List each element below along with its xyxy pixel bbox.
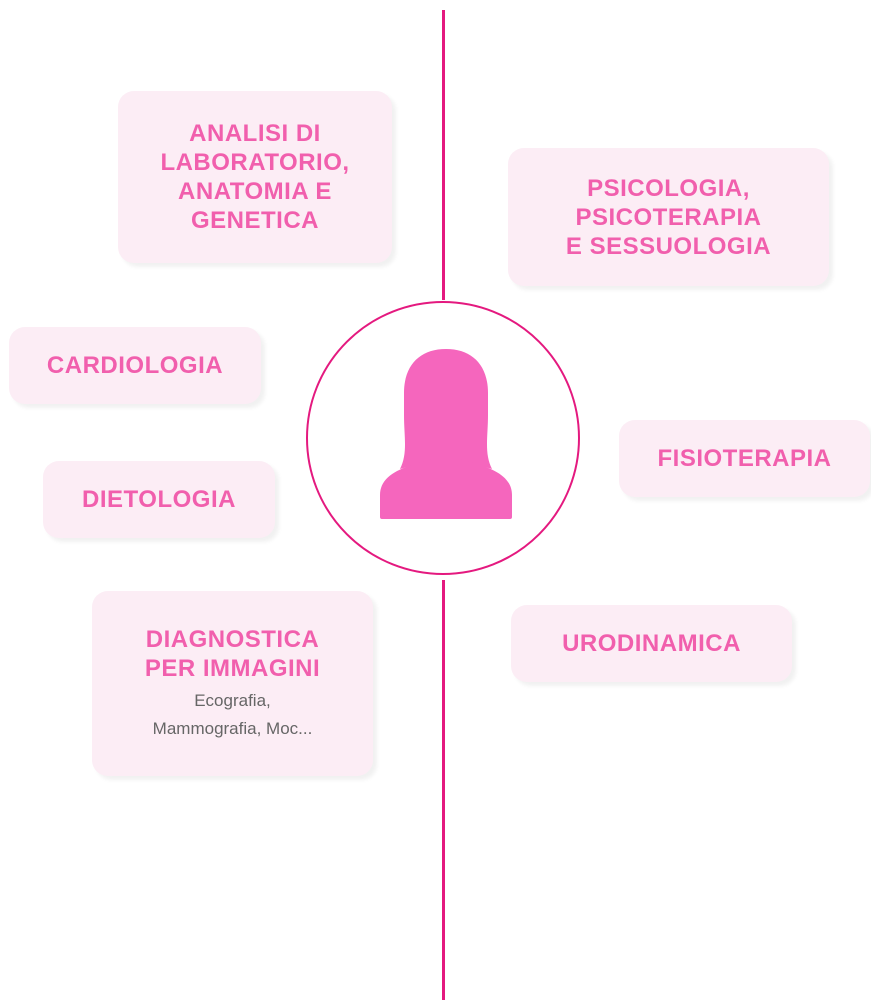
card-subtitle-line: Mammografia, Moc... <box>152 718 313 738</box>
card-title-line: DIAGNOSTICA <box>145 625 320 653</box>
card-cardiologia[interactable]: CARDIOLOGIA <box>9 327 261 404</box>
card-title-line: PSICOTERAPIA <box>575 203 762 231</box>
card-urodinamica[interactable]: URODINAMICA <box>511 605 792 682</box>
card-title-line: ANALISI DI <box>189 120 321 147</box>
card-title-line: ANATOMIA E <box>178 178 332 205</box>
card-title-line: CARDIOLOGIA <box>46 352 224 379</box>
card-subtitle: Ecografia, Mammografia, Moc... <box>153 687 313 743</box>
card-title-line: URODINAMICA <box>562 630 741 657</box>
card-title-line: PER IMMAGINI <box>144 654 321 682</box>
card-title-line: E SESSUOLOGIA <box>565 232 772 260</box>
woman-avatar-icon <box>380 349 512 519</box>
vertical-connector-bottom <box>442 580 445 1000</box>
card-title-line: DIETOLOGIA <box>82 486 236 513</box>
center-avatar-circle <box>306 301 580 575</box>
card-title-line: LABORATORIO, <box>160 149 350 176</box>
card-title-line: FISIOTERAPIA <box>657 445 832 472</box>
card-subtitle-line: Ecografia, <box>194 690 271 710</box>
card-analisi-laboratorio[interactable]: ANALISI DI LABORATORIO, ANATOMIA E GENET… <box>118 91 392 263</box>
card-diagnostica-per-immagini[interactable]: DIAGNOSTICA PER IMMAGINI Ecografia, Mamm… <box>92 591 373 776</box>
vertical-connector-top <box>442 10 445 300</box>
card-psicologia[interactable]: PSICOLOGIA, PSICOTERAPIA E SESSUOLOGIA <box>508 148 829 286</box>
card-dietologia[interactable]: DIETOLOGIA <box>43 461 275 538</box>
card-fisioterapia[interactable]: FISIOTERAPIA <box>619 420 870 497</box>
card-title-line: PSICOLOGIA, <box>587 174 750 202</box>
card-title-line: GENETICA <box>190 207 319 234</box>
